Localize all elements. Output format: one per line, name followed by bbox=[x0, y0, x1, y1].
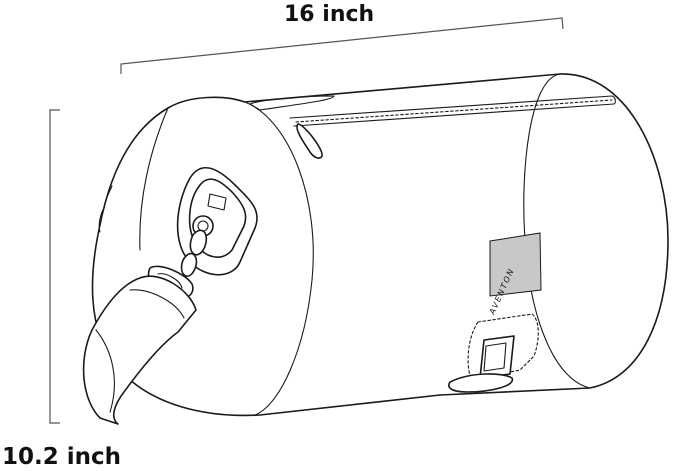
zipper bbox=[249, 95, 616, 159]
bag-body bbox=[91, 73, 669, 417]
height-label: 10.2 inch bbox=[2, 444, 122, 470]
length-dimension-line bbox=[120, 17, 564, 74]
height-dimension-line bbox=[49, 109, 60, 424]
length-label: 16 inch bbox=[284, 2, 375, 27]
shoulder-strap bbox=[82, 275, 197, 425]
bottom-loop bbox=[448, 313, 539, 393]
